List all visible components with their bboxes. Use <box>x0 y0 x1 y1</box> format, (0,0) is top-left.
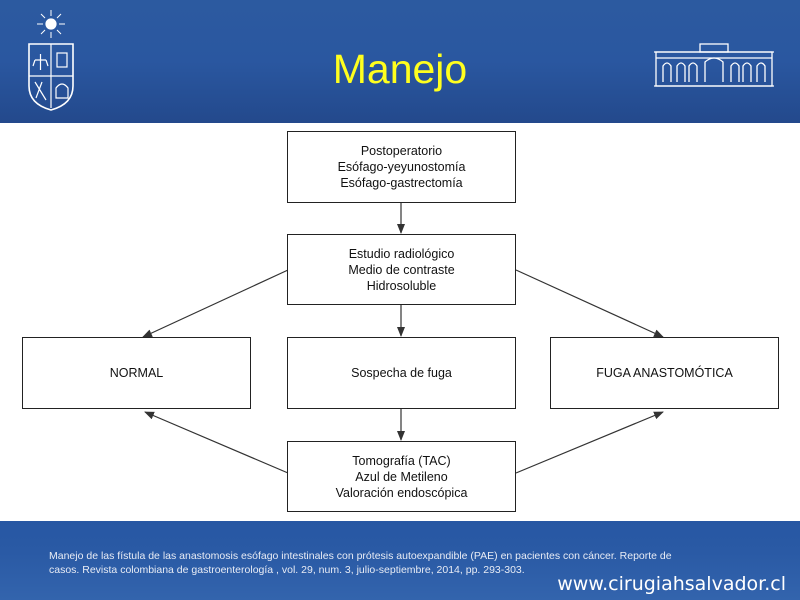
node-fuga-anastomotica: FUGA ANASTOMÓTICA <box>550 337 779 409</box>
slide-title: Manejo <box>332 46 468 92</box>
arrow-tomografia-to-normal <box>144 411 289 474</box>
flowchart: Postoperatorio Esófago-yeyunostomía Esóf… <box>0 123 800 521</box>
node-estudio-line3: Hidrosoluble <box>366 278 437 293</box>
citation-line-2: casos. Revista colombiana de gastroenter… <box>49 564 525 576</box>
university-crest-logo <box>28 10 74 111</box>
citation-line-1: Manejo de las fístula de las anastomosis… <box>49 550 672 562</box>
node-normal: NORMAL <box>22 337 251 409</box>
reference-citation: Manejo de las fístula de las anastomosis… <box>49 549 719 577</box>
node-estudio-line2: Medio de contraste <box>348 262 455 277</box>
header-bar: Manejo <box>0 0 800 123</box>
node-postoperatorio: Postoperatorio Esófago-yeyunostomía Esóf… <box>287 131 516 203</box>
footer-bar <box>0 521 800 600</box>
flowchart-arrows <box>142 203 664 474</box>
hospital-building-logo <box>654 43 774 87</box>
node-estudio-line1: Estudio radiológico <box>348 246 455 261</box>
node-estudio-radiologico: Estudio radiológico Medio de contraste H… <box>287 234 516 305</box>
arrow-tomografia-to-fuga <box>515 411 664 474</box>
node-tomografia-line3: Valoración endoscópica <box>335 485 468 500</box>
node-tomografia-line1: Tomografía (TAC) <box>352 453 451 468</box>
arrow-estudio-to-fuga <box>515 269 664 338</box>
node-postoperatorio-line3: Esófago-gastrectomía <box>340 176 463 190</box>
node-postoperatorio-line2: Esófago-yeyunostomía <box>337 160 466 174</box>
node-normal-line1: NORMAL <box>109 366 164 380</box>
website-link[interactable]: www.cirugiahsalvador.cl <box>557 573 786 595</box>
node-tomografia: Tomografía (TAC) Azul de Metileno Valora… <box>287 441 516 512</box>
node-postoperatorio-line1: Postoperatorio <box>360 144 443 158</box>
node-sospecha-de-fuga: Sospecha de fuga <box>287 337 516 409</box>
node-fuga-line1: FUGA ANASTOMÓTICA <box>596 366 733 380</box>
node-sospecha-line1: Sospecha de fuga <box>351 366 452 380</box>
node-tomografia-line2: Azul de Metileno <box>355 469 448 484</box>
arrow-estudio-to-normal <box>142 269 289 338</box>
